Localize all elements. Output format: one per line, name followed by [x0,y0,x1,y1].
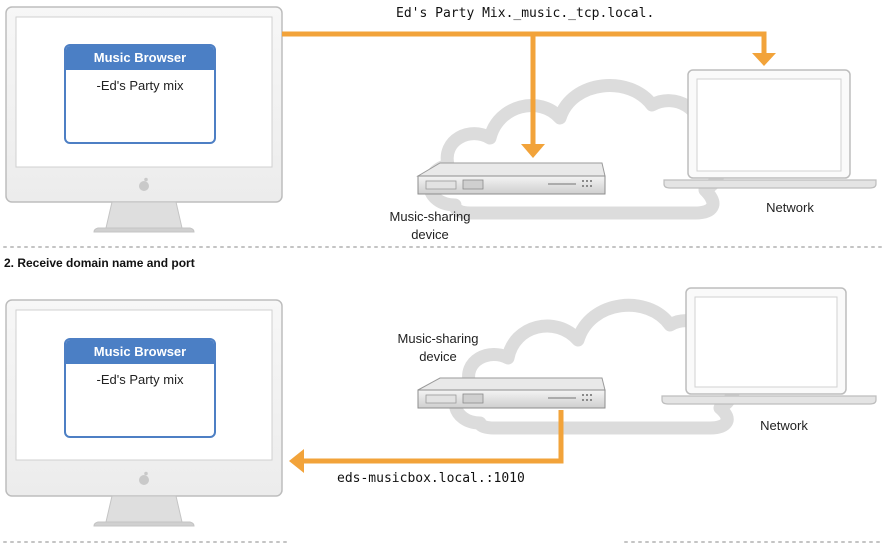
device-label-line1: Music-sharing [397,331,479,346]
device-label-line2: device [411,227,449,242]
music-browser-window: Music Browser -Ed's Party mix [64,338,216,438]
device-label: Music-sharing device [378,330,498,366]
device-label-line1: Music-sharing [389,209,471,224]
music-browser-item[interactable]: -Ed's Party mix [96,78,184,93]
music-browser-title: Music Browser [66,340,214,364]
step-title: 2. Receive domain name and port [4,256,195,270]
cloud-icon [423,79,727,220]
arrow-icon [282,31,776,158]
arrow-icon [289,410,564,473]
network-label: Network [760,418,808,433]
music-browser-window: Music Browser -Ed's Party mix [64,44,216,144]
network-label: Network [766,200,814,215]
cloud-icon [448,298,742,435]
device-label-line2: device [419,349,457,364]
device-label: Music-sharing device [370,208,490,244]
laptop-icon [661,287,877,405]
laptop-icon [663,69,877,189]
apple-logo-icon [139,471,149,485]
service-name-label: Ed's Party Mix._music._tcp.local. [396,6,655,21]
host-port-label: eds-musicbox.local.:1010 [337,471,525,486]
music-browser-item[interactable]: -Ed's Party mix [96,372,184,387]
server-icon [417,377,606,409]
server-icon [416,162,606,195]
music-browser-title: Music Browser [66,46,214,70]
apple-logo-icon [139,177,149,191]
